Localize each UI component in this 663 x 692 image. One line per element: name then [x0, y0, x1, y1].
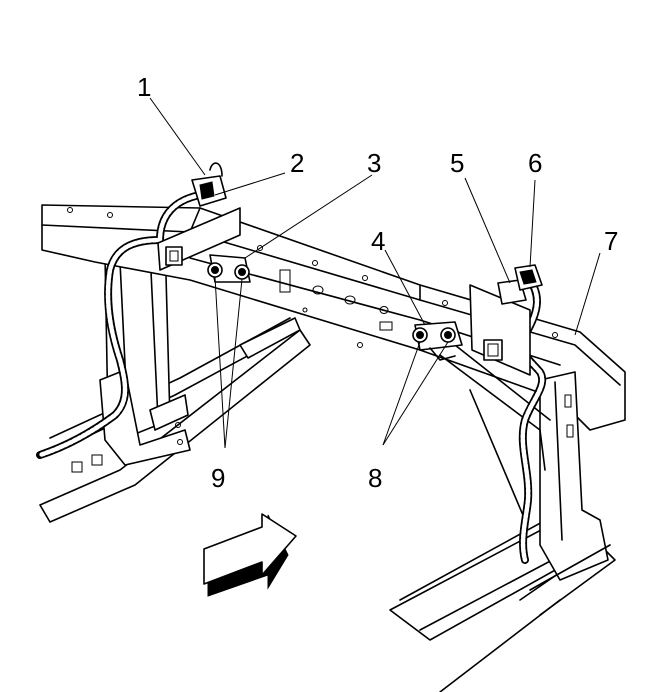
callout-5: 5: [450, 148, 464, 178]
callout-9: 9: [211, 463, 225, 493]
callout-4: 4: [371, 226, 385, 256]
left-horn-bracket: [157, 207, 241, 271]
front-direction-arrow: [203, 513, 297, 597]
callout-8: 8: [368, 463, 382, 493]
right-support-post: [529, 371, 611, 591]
right-sensor: [412, 321, 463, 361]
callout-labels: 1 2 3 4 5 6 7 8 9: [137, 72, 618, 493]
callout-3: 3: [367, 148, 381, 178]
callout-7: 7: [604, 226, 618, 256]
right-horn-bracket: [469, 284, 531, 376]
right-horn-connector: [497, 264, 543, 305]
left-sensor: [207, 254, 251, 283]
lower-frame-left: [39, 317, 311, 523]
callout-6: 6: [528, 148, 542, 178]
callout-2: 2: [290, 148, 304, 178]
wiring-harness-left: [36, 191, 204, 459]
callout-1: 1: [137, 72, 151, 102]
left-horn-connector: [191, 162, 227, 207]
leader-lines: [149, 97, 601, 449]
